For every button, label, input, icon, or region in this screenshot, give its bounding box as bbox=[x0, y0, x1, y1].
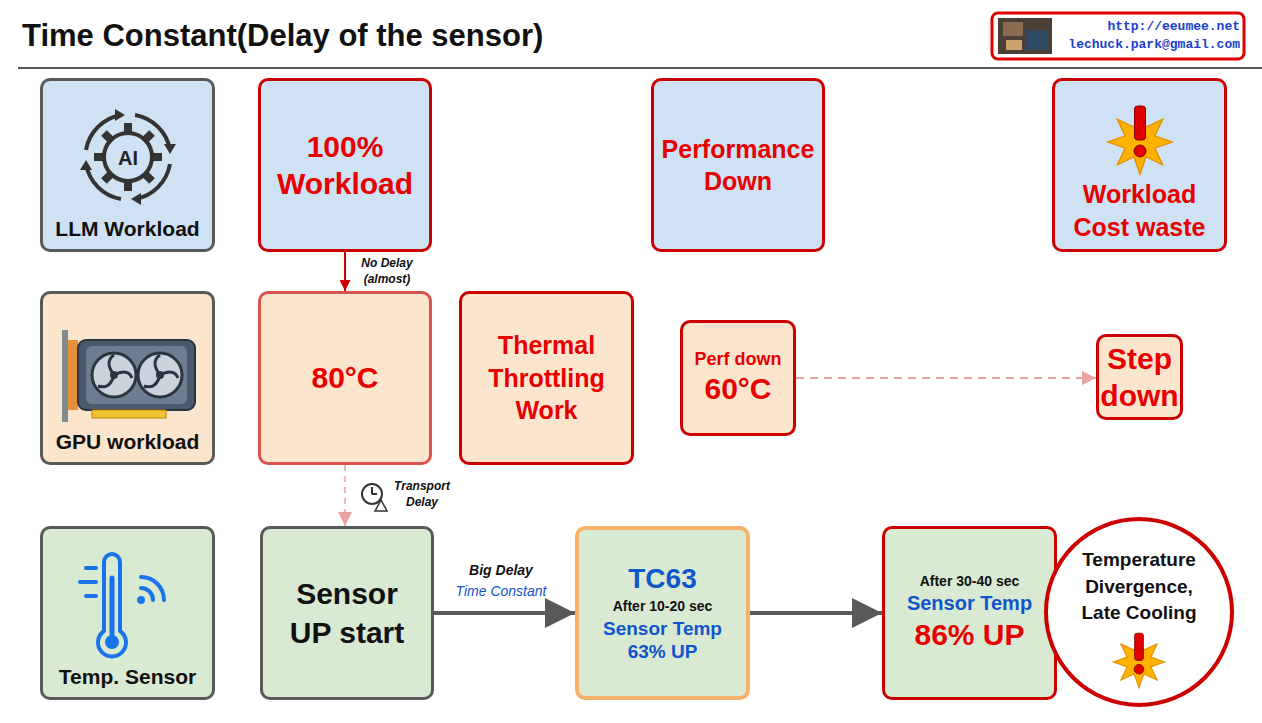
connector-note: Time Constant bbox=[440, 582, 562, 600]
flow-arrow bbox=[796, 377, 1096, 379]
node-text: Temperature Divergence, Late Cooling bbox=[1069, 547, 1209, 627]
clock-face bbox=[362, 484, 382, 504]
state-box: 80°C bbox=[258, 291, 432, 465]
website-url: http://eeumee.net bbox=[1050, 19, 1240, 36]
node-text: Performance Down bbox=[654, 133, 822, 198]
node-text: 80°C bbox=[311, 360, 378, 396]
node-text: Step down bbox=[1099, 340, 1180, 415]
gear-tooth bbox=[124, 123, 132, 133]
alert-circle: Temperature Divergence, Late Cooling bbox=[1044, 517, 1234, 707]
node-text: Temp. Sensor bbox=[59, 664, 196, 689]
time-constant-box: TC63After 10-20 secSensor Temp 63% UP bbox=[575, 526, 750, 700]
connector-label: No Delay (almost) bbox=[352, 256, 422, 287]
gpu-cover bbox=[86, 346, 187, 404]
gpu-fan bbox=[92, 353, 136, 397]
actor-box: LLM Workload bbox=[40, 78, 215, 252]
fan-hub bbox=[156, 371, 164, 379]
state-box: After 30-40 secSensor Temp86% UP bbox=[882, 526, 1057, 700]
gpu-bracket bbox=[62, 330, 68, 422]
alert-burst bbox=[1113, 633, 1164, 687]
actor-box: GPU workload bbox=[40, 291, 215, 465]
circle-shape bbox=[1046, 519, 1232, 705]
thermometer-outline bbox=[98, 554, 126, 656]
cycle-arc bbox=[135, 115, 170, 150]
state-box: Performance Down bbox=[651, 78, 825, 252]
logo-frame bbox=[992, 13, 1244, 59]
node-text: Sensor Temp 63% UP bbox=[593, 618, 733, 664]
node-text: Perf down bbox=[694, 349, 781, 371]
gear-ring bbox=[104, 133, 152, 181]
scale-tick bbox=[86, 566, 96, 570]
gear-tooth bbox=[124, 181, 132, 191]
header-rule bbox=[18, 67, 1262, 69]
gpu-card-icon bbox=[62, 330, 195, 422]
logo-thumbnail-detail bbox=[1003, 22, 1023, 36]
cycle-arc bbox=[86, 115, 121, 150]
cycle-arc bbox=[86, 164, 121, 199]
connector-label: Transport Delay bbox=[388, 479, 456, 510]
gear-tooth bbox=[101, 130, 114, 143]
email-address: lechuck.park@gmail.com bbox=[1050, 37, 1240, 54]
scale-tick bbox=[80, 580, 96, 584]
node-text: 60°C bbox=[704, 371, 771, 407]
node-text: LLM Workload bbox=[55, 216, 199, 241]
node-text: Sensor UP start bbox=[272, 574, 422, 652]
state-box: 100% Workload bbox=[258, 78, 432, 252]
node-text: After 10-20 sec bbox=[613, 598, 713, 615]
gear-tooth bbox=[101, 171, 114, 184]
alert-box: Workload Cost waste bbox=[1052, 78, 1227, 252]
node-text: After 30-40 sec bbox=[920, 573, 1020, 590]
cycle-arrow-head bbox=[164, 144, 176, 154]
state-box: Thermal Throttling Work bbox=[459, 291, 634, 465]
scale-tick bbox=[86, 594, 96, 598]
state-box: Perf down60°C bbox=[680, 320, 796, 436]
gear-tooth bbox=[152, 153, 162, 161]
warning-triangle bbox=[375, 500, 387, 511]
node-text: Sensor Temp bbox=[907, 591, 1032, 615]
logo-thumbnail-detail bbox=[1026, 30, 1048, 50]
cycle-arc bbox=[135, 164, 170, 199]
thermometer-column bbox=[110, 578, 115, 636]
node-text: GPU workload bbox=[56, 429, 200, 454]
node-text: Thermal Throttling Work bbox=[472, 329, 622, 427]
state-box: Sensor UP start bbox=[260, 526, 434, 700]
gpu-side bbox=[68, 340, 78, 410]
connector-label: Big Delay bbox=[451, 561, 551, 579]
node-text: Workload Cost waste bbox=[1060, 178, 1220, 243]
cycle-arrow-head bbox=[115, 109, 125, 121]
cycle-arrow-head bbox=[80, 160, 92, 170]
flow-arrow bbox=[344, 465, 346, 526]
flow-arrow bbox=[344, 252, 346, 291]
gear-tooth bbox=[142, 130, 155, 143]
node-text: TC63 bbox=[628, 562, 696, 596]
gpu-fan bbox=[138, 353, 182, 397]
fan-blade bbox=[144, 355, 178, 387]
logo-thumbnail bbox=[998, 18, 1052, 54]
state-box: Step down bbox=[1096, 334, 1183, 420]
signal-wave bbox=[141, 588, 153, 600]
node-text: 86% UP bbox=[914, 617, 1024, 653]
diagram-title: Time Constant(Delay of the sensor) bbox=[22, 18, 543, 54]
delay-clock-icon bbox=[362, 484, 387, 511]
clock-hands bbox=[372, 487, 377, 494]
signal-wave bbox=[141, 577, 164, 600]
gear-tooth bbox=[94, 153, 104, 161]
alert-burst bbox=[1108, 106, 1172, 174]
fan-blade bbox=[98, 355, 132, 387]
fan-hub bbox=[110, 371, 118, 379]
gpu-connector bbox=[92, 410, 166, 418]
ai-gear-icon bbox=[80, 109, 176, 205]
gear-tooth bbox=[142, 171, 155, 184]
actor-box: Temp. Sensor bbox=[40, 526, 215, 700]
thermometer-bulb bbox=[105, 635, 119, 649]
flow-arrow bbox=[434, 611, 575, 615]
signal-dot bbox=[137, 596, 145, 604]
flow-arrow bbox=[750, 611, 882, 615]
cycle-arrow-head bbox=[131, 193, 141, 205]
thermometer-icon bbox=[80, 554, 164, 656]
node-text: 100% Workload bbox=[261, 128, 429, 203]
gpu-body bbox=[78, 340, 195, 410]
logo-thumbnail-detail bbox=[1006, 40, 1022, 50]
